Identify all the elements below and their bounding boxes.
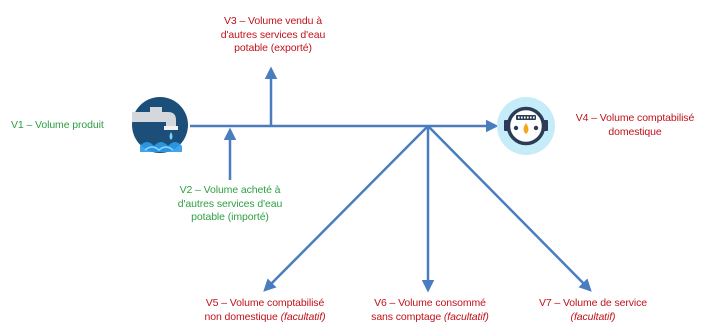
label-v6-optional: (facultatif) (443, 310, 489, 323)
label-v7-volume-de-service: V7 – Volume de service (facultatif) (523, 297, 663, 324)
label-v1-volume-produit: V1 – Volume produit (11, 119, 104, 131)
label-v7-optional: (facultatif) (570, 310, 616, 323)
water-meter-icon (497, 97, 555, 155)
label-v5-line-2-main: non domestique (204, 310, 281, 323)
label-v2-line-2: d'autres services d'eau (177, 197, 283, 210)
label-v3-line-2: d'autres services d'eau (220, 28, 326, 41)
label-v2-line-3: potable (importé) (191, 211, 269, 223)
label-v6-line-2-main: sans comptage (371, 310, 444, 323)
label-v7-line-2: (facultatif) (523, 311, 663, 325)
label-v6-volume-sans-comptage: V6 – Volume consommé sans comptage (facu… (355, 297, 505, 324)
label-v3-volume-vendu: V3 – Volume vendu à d'autres services d'… (203, 15, 343, 56)
label-v3-line-1: V3 – Volume vendu à (224, 15, 322, 27)
label-v5-line-2: non domestique (facultatif) (190, 311, 340, 325)
water-tap-icon (132, 97, 188, 153)
label-v4-line-1: V4 – Volume comptabilisé (575, 112, 695, 124)
label-v4-line-2: domestique (608, 125, 662, 138)
label-v4-volume-comptabilise-domestique: V4 – Volume comptabilisé domestique (566, 112, 704, 139)
label-v6-line-1: V6 – Volume consommé (374, 297, 486, 309)
label-v5-volume-non-domestique: V5 – Volume comptabilisé non domestique … (190, 297, 340, 324)
label-v2-line-1: V2 – Volume acheté à (179, 184, 281, 196)
label-v2-volume-achete: V2 – Volume acheté à d'autres services d… (160, 184, 300, 225)
label-v5-optional: (facultatif) (280, 310, 326, 323)
branch-arrow-v5 (263, 125, 429, 292)
label-v5-line-1: V5 – Volume comptabilisé (205, 297, 325, 309)
label-v3-line-3: potable (exporté) (234, 42, 312, 54)
label-v6-line-2: sans comptage (facultatif) (355, 311, 505, 325)
branch-arrow-v7 (427, 125, 592, 292)
label-v7-line-1: V7 – Volume de service (538, 297, 648, 309)
